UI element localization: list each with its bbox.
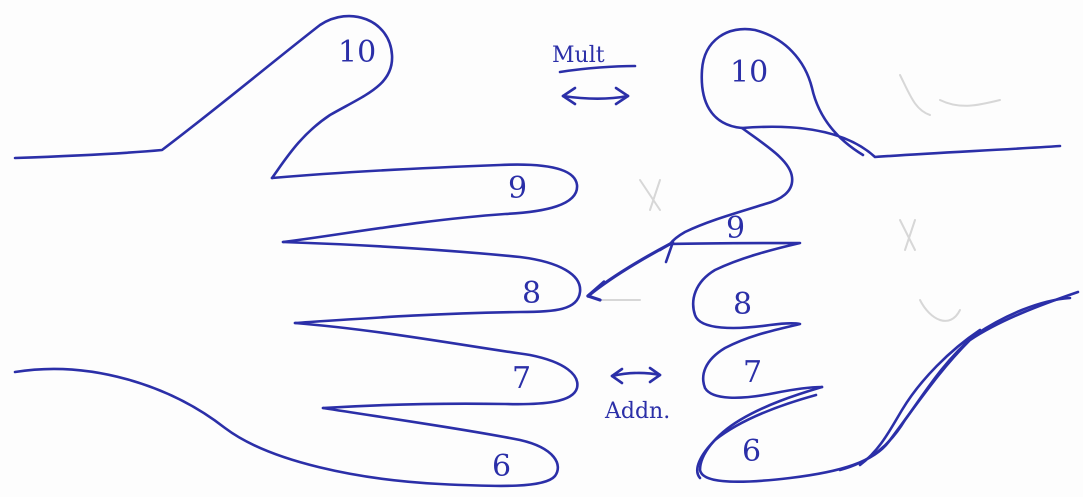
right-finger-9-label: 9 (726, 211, 745, 246)
right-finger-8-label: 8 (733, 287, 752, 322)
left-finger-8-label: 8 (522, 276, 541, 311)
mult-label: Mult (552, 43, 605, 68)
left-finger-labels: 10 9 8 7 6 (338, 35, 541, 484)
left-finger-6-label: 6 (492, 449, 511, 484)
left-finger-7-label: 7 (512, 361, 531, 396)
mult-underline (558, 64, 637, 74)
mult-double-arrow (561, 94, 630, 100)
left-finger-10-label: 10 (338, 35, 376, 70)
show-through-marks (599, 74, 1001, 322)
addn-double-arrow (610, 371, 662, 378)
right-finger-labels: 10 9 8 7 6 (726, 55, 768, 469)
right-finger-6-label: 6 (742, 434, 761, 469)
right-finger-7-label: 7 (743, 355, 762, 390)
left-finger-9-label: 9 (508, 171, 527, 206)
right-finger-10-label: 10 (730, 55, 768, 90)
addn-label: Addn. (604, 399, 670, 424)
right-hand-outline (668, 27, 1080, 484)
left-hand-outline (13, 14, 582, 488)
mult-arrowheads (561, 86, 630, 106)
connection-arrow (586, 240, 675, 302)
mult-annotation: Mult (552, 43, 637, 106)
addn-annotation: Addn. (604, 366, 670, 424)
addn-arrowheads (610, 366, 662, 385)
